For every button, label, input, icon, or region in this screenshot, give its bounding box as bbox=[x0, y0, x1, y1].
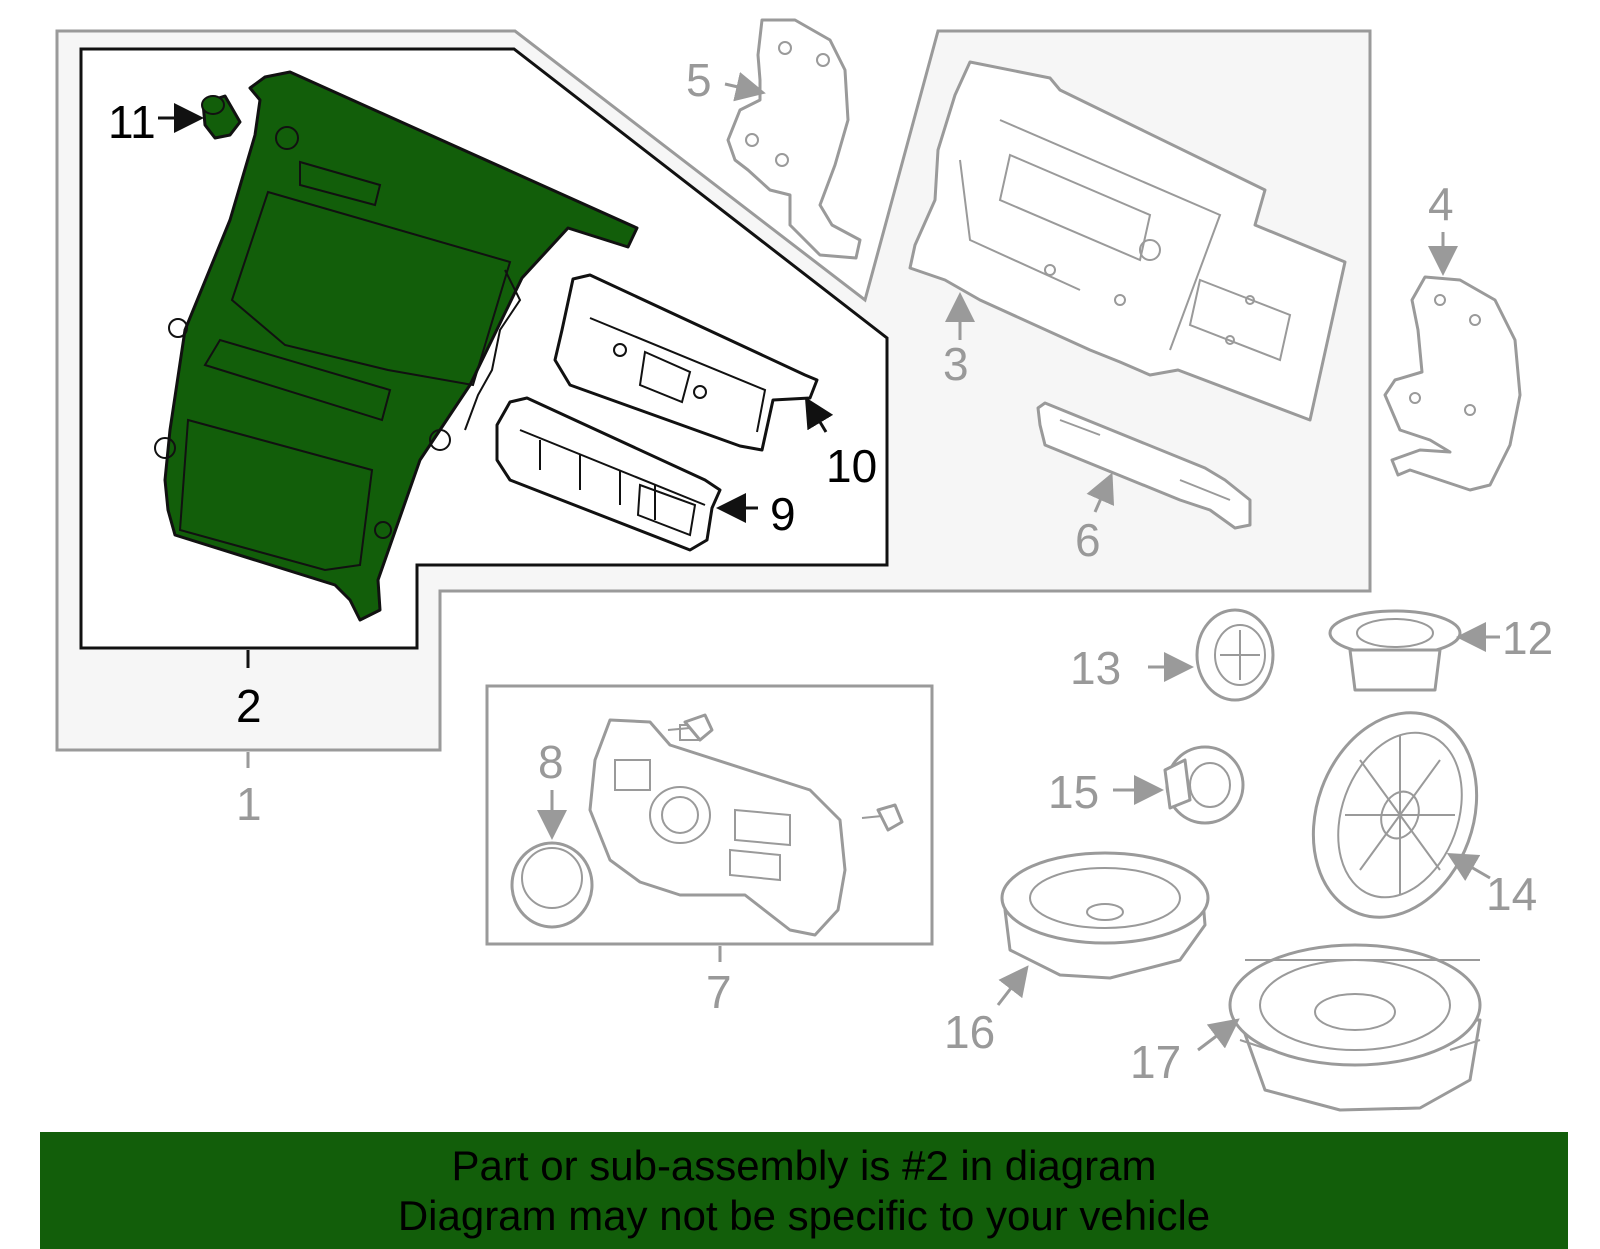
info-banner: Part or sub-assembly is #2 in diagram Di… bbox=[40, 1132, 1568, 1249]
callout-6: 6 bbox=[1075, 514, 1101, 566]
bracket-part-4[interactable] bbox=[1383, 275, 1522, 492]
callout-10: 10 bbox=[826, 440, 877, 492]
callout-2: 2 bbox=[236, 680, 262, 732]
knob-part-11[interactable] bbox=[201, 94, 242, 140]
leader-lines bbox=[158, 72, 1500, 1052]
callout-4: 4 bbox=[1428, 178, 1454, 230]
speaker-part-16[interactable] bbox=[1000, 851, 1210, 980]
climate-panel-part-7[interactable] bbox=[588, 718, 847, 937]
callout-8: 8 bbox=[538, 736, 564, 788]
speaker-part-14[interactable] bbox=[1286, 690, 1504, 941]
callout-11: 11 bbox=[108, 96, 156, 148]
callout-16: 16 bbox=[944, 1006, 995, 1058]
banner-line-1: Part or sub-assembly is #2 in diagram bbox=[451, 1141, 1157, 1189]
tweeter-part-15[interactable] bbox=[1163, 745, 1245, 825]
callout-labels: 11 10 9 2 1 5 3 4 6 7 8 12 13 14 15 16 1… bbox=[108, 54, 1553, 1088]
callout-15: 15 bbox=[1048, 766, 1099, 818]
callout-17: 17 bbox=[1130, 1036, 1181, 1088]
speaker-part-12[interactable] bbox=[1328, 609, 1462, 692]
assembly-7-boundary bbox=[485, 684, 934, 946]
switch-module-part-9[interactable] bbox=[495, 396, 722, 552]
banner-line-2: Diagram may not be specific to your vehi… bbox=[397, 1191, 1211, 1239]
center-panel-part-2[interactable] bbox=[154, 70, 639, 622]
callout-12: 12 bbox=[1502, 612, 1553, 664]
switch-module-part-10[interactable] bbox=[553, 273, 819, 452]
callout-5: 5 bbox=[686, 54, 712, 106]
tweeter-part-13[interactable] bbox=[1195, 608, 1275, 702]
callout-1: 1 bbox=[236, 778, 262, 830]
screw-right bbox=[861, 803, 904, 832]
radio-chassis-part-3[interactable] bbox=[908, 60, 1347, 422]
screw-upper bbox=[667, 713, 714, 742]
bar-part-6[interactable] bbox=[1036, 401, 1252, 530]
speaker-part-17[interactable] bbox=[1228, 943, 1482, 1112]
ring-part-8[interactable] bbox=[510, 841, 594, 929]
callout-3: 3 bbox=[943, 338, 969, 390]
callout-14: 14 bbox=[1486, 868, 1537, 920]
callout-13: 13 bbox=[1070, 642, 1121, 694]
callout-7: 7 bbox=[706, 966, 732, 1018]
callout-9: 9 bbox=[770, 488, 796, 540]
